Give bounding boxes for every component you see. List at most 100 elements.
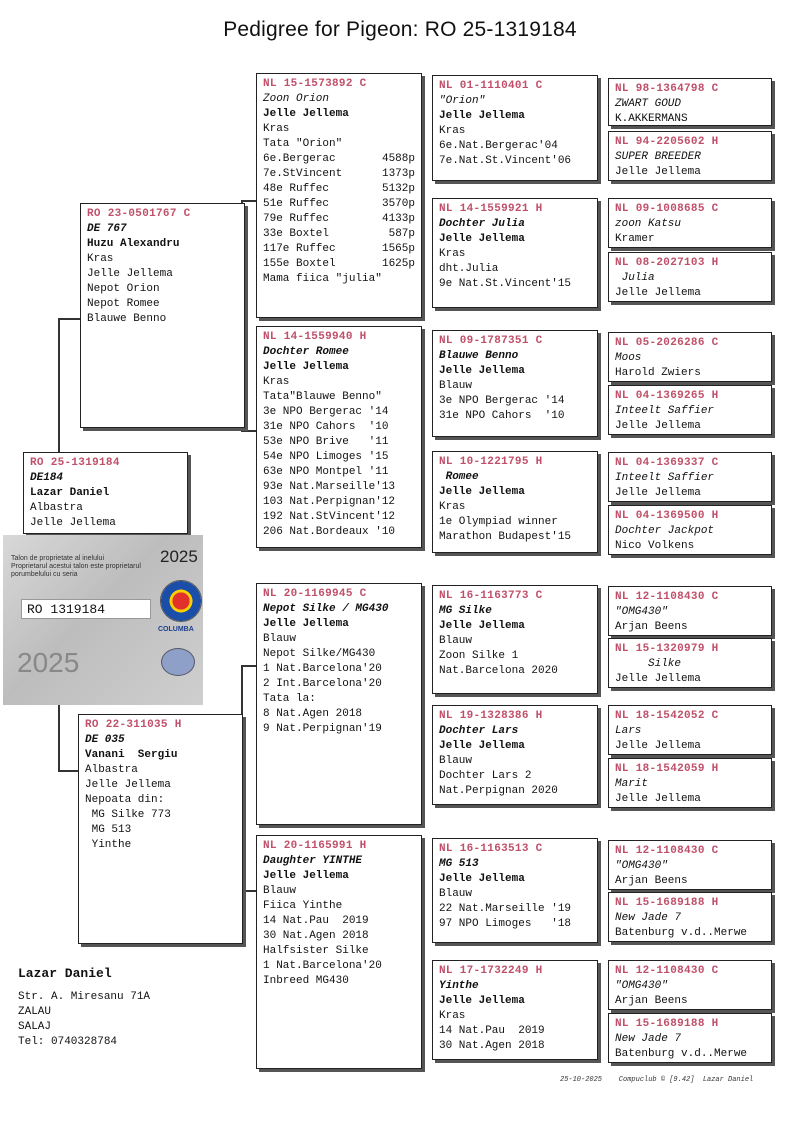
owner-street: Str. A. Miresanu 71A	[18, 991, 151, 1003]
race-name: 51e Ruffec	[263, 198, 330, 210]
pedigree-line: Batenburg v.d..Merwe	[615, 1048, 748, 1060]
pedigree-line: Albastra	[85, 764, 138, 776]
pedigree-line: Inbreed MG430	[263, 975, 349, 987]
pedigree-line: 31e NPO Cahors '10	[439, 410, 565, 422]
pedigree-line: Nico Volkens	[615, 540, 695, 552]
pedigree-line: 103 Nat.Perpignan'12	[263, 496, 396, 508]
ancestor-card[interactable]: NL 12-1108430 C"OMG430"Arjan Beens	[608, 586, 772, 636]
race-name: 155e Boxtel	[263, 258, 336, 270]
talon-ring-number: RO 1319184	[21, 599, 151, 619]
pedigree-line: Jelle Jellema	[85, 779, 171, 791]
pedigree-line: Blauwe Benno	[87, 313, 167, 325]
pedigree-line: 54e NPO Limoges '15	[263, 451, 389, 463]
pedigree-line: Huzu Alexandru	[87, 238, 180, 250]
pedigree-line: Blauwe Benno	[439, 350, 519, 362]
connector	[598, 100, 600, 155]
pedigree-line: Romee	[439, 471, 479, 483]
pedigree-line: "OMG430"	[615, 980, 668, 992]
pedigree-line: Jelle Jellema	[30, 517, 116, 529]
pedigree-line: dht.Julia	[439, 263, 499, 275]
pedigree-line: Jelle Jellema	[263, 618, 349, 630]
ring-number: NL 20-1165991 H	[263, 840, 367, 852]
pedigree-line: Jelle Jellema	[439, 995, 525, 1007]
pedigree-line: DE184	[30, 472, 64, 484]
pedigree-line: 8 Nat.Agen 2018	[263, 708, 363, 720]
pedigree-line: Dochter Lars	[439, 725, 519, 737]
pedigree-line: "OMG430"	[615, 860, 668, 872]
ring-number: NL 15-1320979 H	[615, 643, 719, 655]
pedigree-line: Lars	[615, 725, 642, 737]
race-participants: 587p	[388, 228, 415, 240]
owner-county: SALAJ	[18, 1021, 52, 1033]
pedigree-line: 192 Nat.StVincent'12	[263, 511, 396, 523]
race-participants: 1373p	[381, 168, 415, 180]
ring-number: NL 19-1328386 H	[439, 710, 543, 722]
pedigree-line: Kras	[439, 125, 466, 137]
ring-number: NL 20-1169945 C	[263, 588, 367, 600]
pedigree-line: Kras	[87, 253, 114, 265]
connector	[58, 318, 60, 453]
pedigree-line: Harold Zwiers	[615, 367, 701, 379]
pedigree-line: DE 035	[85, 734, 125, 746]
pedigree-line: Jelle Jellema	[439, 486, 525, 498]
pedigree-line: Tata la:	[263, 693, 316, 705]
pedigree-line: Jelle Jellema	[87, 268, 173, 280]
ring-number: NL 18-1542059 H	[615, 763, 719, 775]
ancestor-card[interactable]: NL 12-1108430 C"OMG430"Arjan Beens	[608, 840, 772, 890]
pedigree-line: 2 Int.Barcelona'20	[263, 678, 382, 690]
pedigree-line: Batenburg v.d..Merwe	[615, 927, 748, 939]
race-name: 48e Ruffec	[263, 183, 330, 195]
pedigree-line: Jelle Jellema	[615, 673, 701, 685]
pedigree-line: Nepot Romee	[87, 298, 160, 310]
pedigree-line: Arjan Beens	[615, 995, 688, 1007]
pedigree-line: Blauw	[263, 885, 297, 897]
ancestor-card[interactable]: NL 12-1108430 C"OMG430"Arjan Beens	[608, 960, 772, 1010]
race-participants: 4133p	[381, 213, 415, 225]
ring-number: RO 25-1319184	[30, 457, 120, 469]
race-participants: 5132p	[381, 183, 415, 195]
ring-number: NL 94-2205602 H	[615, 136, 719, 148]
pedigree-line: Blauw	[439, 888, 473, 900]
pedigree-line: DE 767	[87, 223, 127, 235]
pedigree-line: Nepot Orion	[87, 283, 160, 295]
connector	[598, 225, 600, 275]
pedigree-line: Moos	[615, 352, 642, 364]
pedigree-line: Jelle Jellema	[615, 487, 701, 499]
connector	[241, 200, 257, 202]
ring-number: NL 04-1369265 H	[615, 390, 719, 402]
pedigree-line: Nat.Perpignan 2020	[439, 785, 558, 797]
race-name: 33e Boxtel	[263, 228, 330, 240]
ring-number: NL 98-1364798 C	[615, 83, 719, 95]
pedigree-line: 7e.Nat.St.Vincent'06	[439, 155, 572, 167]
pedigree-line: Blauw	[263, 633, 297, 645]
pedigree-line: Jelle Jellema	[439, 110, 525, 122]
